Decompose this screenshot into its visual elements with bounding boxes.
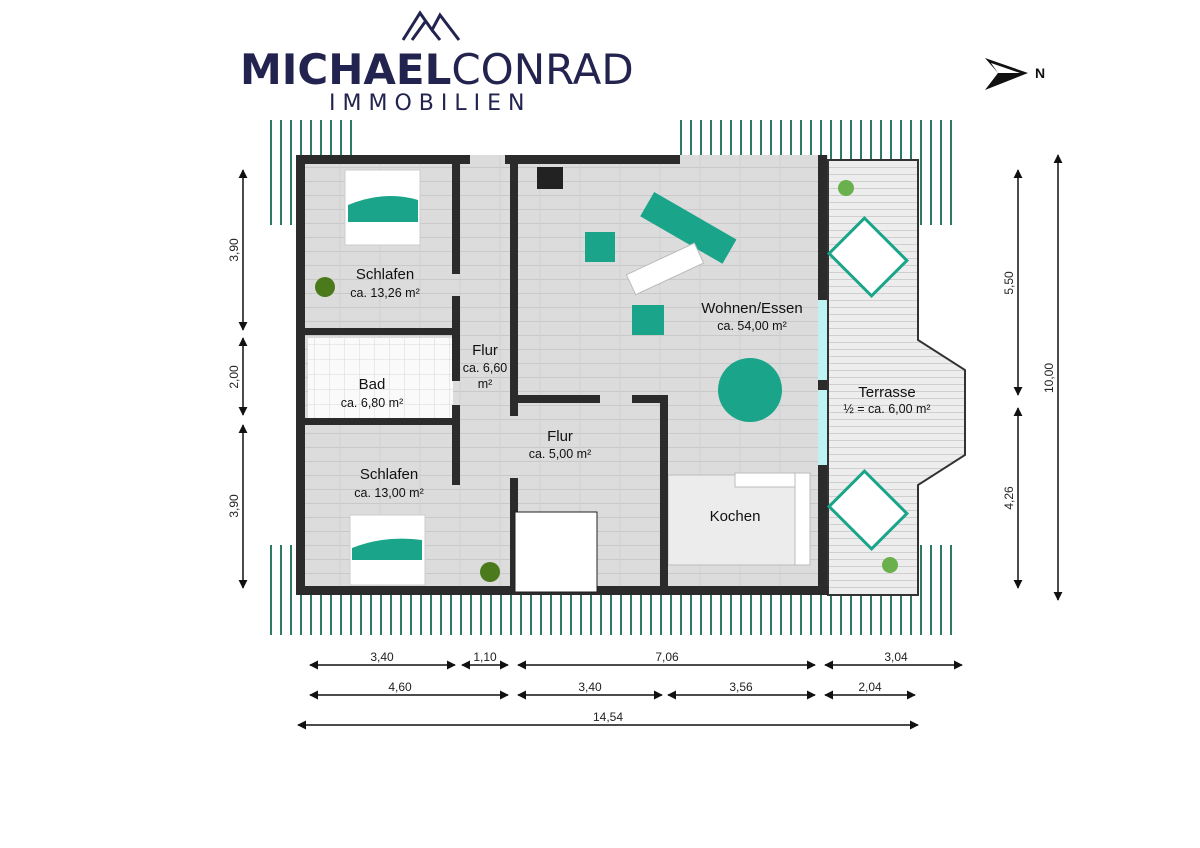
plant-icon <box>882 557 898 573</box>
dim-label: 3,40 <box>370 650 394 664</box>
terrace-table-icon <box>826 468 910 552</box>
bathroom-tiles <box>308 338 453 418</box>
coffee-table-icon <box>625 242 705 296</box>
room-name: Schlafen <box>356 266 414 283</box>
room-area: ca. 6,60 <box>463 361 508 375</box>
mountain-logo-icon <box>401 10 461 41</box>
dim-label-total: 10,00 <box>1042 363 1056 393</box>
north-arrow-icon: N <box>985 58 1045 90</box>
dining-table-icon <box>718 358 782 422</box>
armchair-icon <box>632 305 664 335</box>
window <box>818 300 827 380</box>
room-name: Flur <box>472 342 498 359</box>
logo-name-light: CONRAD <box>451 45 633 94</box>
terrace-table-icon <box>826 215 910 299</box>
logo-name-bold: MICHAEL <box>240 45 451 94</box>
window <box>818 390 827 465</box>
room-area: ca. 6,80 m² <box>341 396 404 410</box>
dimension-labels: 3,40 1,10 7,06 3,04 4,60 3,40 3,56 2,04 … <box>227 238 1056 724</box>
room-name: Schlafen <box>360 466 418 483</box>
room-name: Bad <box>359 376 386 393</box>
terrace-floor <box>827 159 966 596</box>
company-logo: MICHAELCONRAD IMMOBILIEN <box>240 10 634 116</box>
room-area: ca. 13,26 m² <box>350 286 419 300</box>
plant-icon <box>315 277 335 297</box>
room-name: Terrasse <box>858 384 916 401</box>
dim-label: 4,60 <box>388 680 412 694</box>
logo-subtitle: IMMOBILIEN <box>329 91 531 116</box>
dimension-lines <box>238 154 1063 730</box>
room-name: Wohnen/Essen <box>701 300 802 317</box>
room-area: ca. 13,00 m² <box>354 486 423 500</box>
dim-label: 5,50 <box>1002 271 1016 295</box>
kitchen-floor <box>667 474 799 566</box>
sofa-icon <box>640 192 737 264</box>
plant-icon <box>480 562 500 582</box>
dim-label: 2,00 <box>227 365 241 389</box>
room-area: ca. 5,00 m² <box>529 447 592 461</box>
armchair-icon <box>585 232 615 262</box>
dim-label: 2,04 <box>858 680 882 694</box>
dim-label: 3,90 <box>227 238 241 262</box>
dim-label: 1,10 <box>473 650 497 664</box>
staircase-icon <box>514 511 598 593</box>
dim-label: 3,56 <box>729 680 753 694</box>
dim-label: 3,40 <box>578 680 602 694</box>
dim-label: 7,06 <box>655 650 679 664</box>
room-name: Flur <box>547 428 573 445</box>
dim-label-total: 14,54 <box>593 710 623 724</box>
fireplace-icon <box>537 167 563 189</box>
room-labels: Schlafen ca. 13,26 m² Bad ca. 6,80 m² Fl… <box>341 266 931 525</box>
dim-label: 3,90 <box>227 494 241 518</box>
north-label: N <box>1035 65 1045 81</box>
dim-label: 3,04 <box>884 650 908 664</box>
room-area-unit: m² <box>478 377 493 391</box>
plant-icon <box>838 180 854 196</box>
furniture <box>315 167 910 593</box>
dim-label: 4,26 <box>1002 486 1016 510</box>
svg-text:MICHAELCONRAD: MICHAELCONRAD <box>240 45 634 94</box>
room-area: ½ = ca. 6,00 m² <box>843 402 930 416</box>
room-name: Kochen <box>710 508 761 525</box>
room-area: ca. 54,00 m² <box>717 319 786 333</box>
